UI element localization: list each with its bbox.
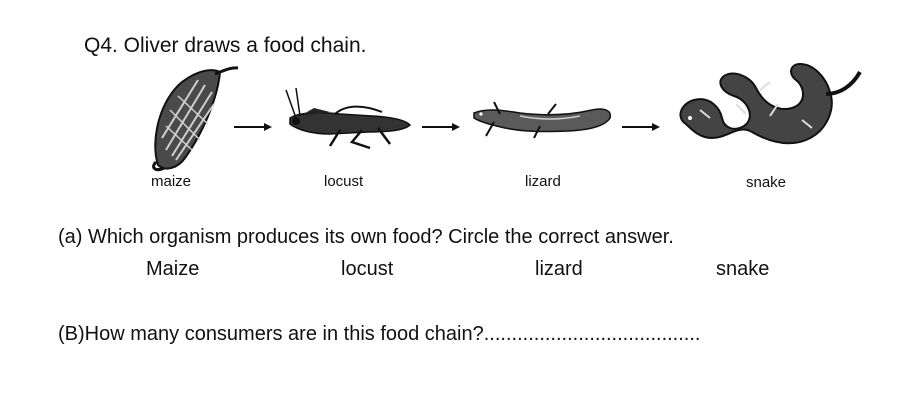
arrow-icon	[622, 123, 660, 131]
arrow-icon	[422, 123, 460, 131]
part-b-prompt: (B)How many consumers are in this food c…	[58, 323, 484, 345]
answer-option-maize[interactable]: Maize	[146, 258, 200, 280]
arrow-icon	[234, 123, 272, 131]
caption-locust: locust	[324, 173, 364, 190]
snake-icon	[679, 62, 862, 145]
question-title: Q4. Oliver draws a food chain.	[84, 34, 367, 57]
answer-line[interactable]: .......................................	[483, 323, 701, 345]
caption-lizard: lizard	[525, 173, 561, 190]
caption-maize: maize	[151, 173, 192, 190]
answer-option-snake[interactable]: snake	[716, 258, 770, 280]
caption-snake: snake	[746, 174, 787, 191]
question-part-b: (B)How many consumers are in this food c…	[58, 323, 700, 346]
maize-icon	[152, 66, 239, 172]
question-part-a: (a) Which organism produces its own food…	[58, 226, 674, 248]
locust-icon	[285, 87, 412, 150]
lizard-icon	[473, 101, 612, 139]
answer-option-locust[interactable]: locust	[341, 258, 394, 280]
food-chain-diagram	[152, 62, 862, 172]
answer-option-lizard[interactable]: lizard	[535, 258, 583, 280]
